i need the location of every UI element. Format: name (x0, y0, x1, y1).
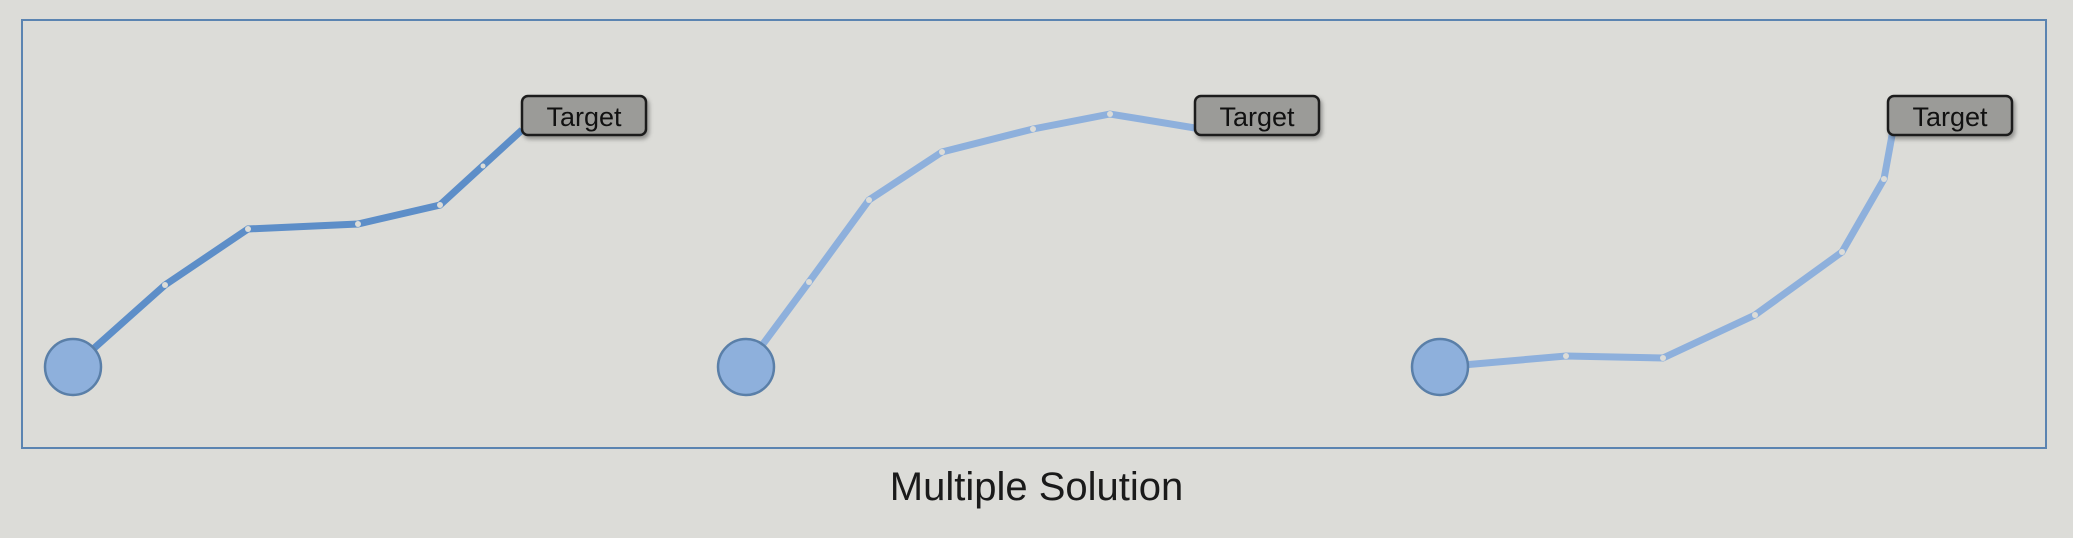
target-label-1: Target (546, 102, 622, 132)
root-joint-2 (716, 337, 776, 397)
target-box-2: Target (1193, 94, 1321, 137)
solution-1: Target (43, 94, 648, 397)
joint-markers-3 (1563, 176, 1887, 361)
joint-markers-2 (806, 111, 1113, 285)
ik-chain-3 (1439, 129, 1897, 371)
solution-2: Target (716, 94, 1321, 397)
root-joint-1 (43, 337, 103, 397)
target-label-3: Target (1912, 102, 1988, 132)
ik-chain-1 (70, 127, 525, 370)
target-box-1: Target (520, 94, 648, 137)
target-label-2: Target (1219, 102, 1295, 132)
target-box-3: Target (1886, 94, 2014, 137)
solution-3: Target (1410, 94, 2014, 397)
diagram-caption: Multiple Solution (889, 465, 1184, 509)
joint-markers-1 (162, 163, 486, 288)
ik-chain-2 (743, 110, 1196, 370)
root-joint-3 (1410, 337, 1470, 397)
diagram-frame (21, 19, 2047, 449)
